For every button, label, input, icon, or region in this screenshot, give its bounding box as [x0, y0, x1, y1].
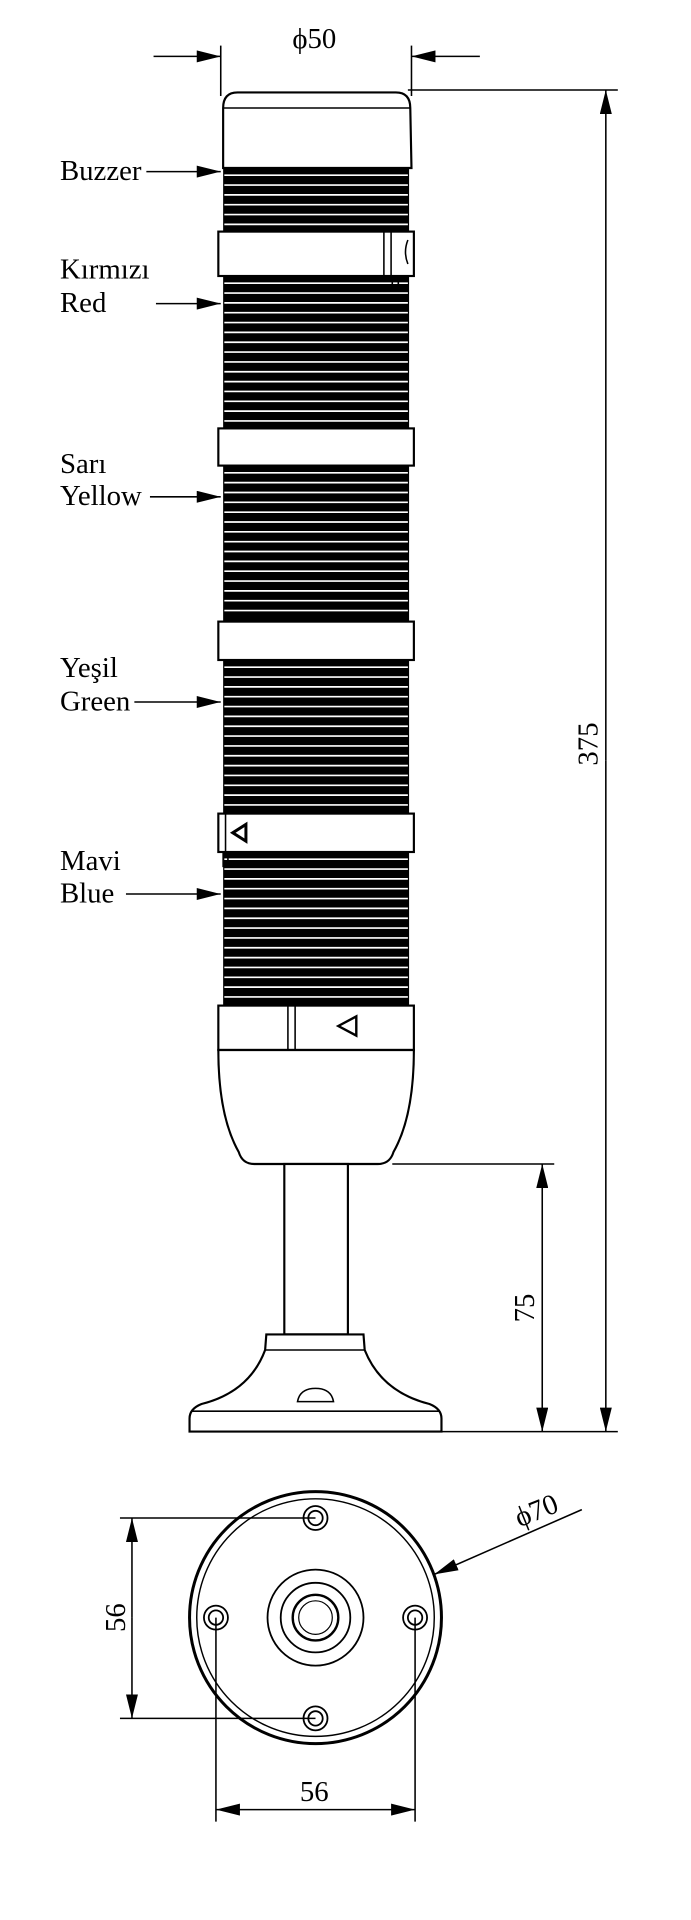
label-yellow: Yellow — [60, 480, 142, 512]
top-cap — [222, 91, 413, 170]
ring-3 — [217, 620, 415, 662]
dimension-label-75: 75 — [509, 1294, 541, 1323]
label-kirmizi: Kırmızı — [60, 253, 150, 285]
label-blue: Blue — [60, 877, 114, 909]
ribbed-section-yellow — [223, 465, 410, 622]
label-red: Red — [60, 287, 107, 319]
label-green: Green — [60, 685, 130, 717]
pole — [283, 1162, 349, 1336]
label-sari: Sarı — [60, 448, 106, 480]
section-labels: Buzzer Kırmızı Red Sarı Yellow Yeşil Gre… — [60, 155, 221, 909]
dimension-label-70: ϕ70 — [510, 1488, 563, 1534]
base-ring — [217, 1004, 415, 1052]
triangle-marker-icon — [229, 821, 248, 844]
base-body — [217, 1048, 415, 1166]
dimension-label-375: 375 — [572, 722, 604, 765]
dimension-diameter-50: ϕ50 — [153, 23, 480, 96]
ring-2 — [217, 427, 415, 467]
label-buzzer: Buzzer — [60, 155, 142, 187]
dimension-label-50: ϕ50 — [292, 23, 336, 55]
base-bottom-view: 56 56 ϕ70 — [100, 1488, 583, 1822]
signal-tower-side-view — [188, 91, 443, 1433]
dimension-pole-height: 75 — [392, 1163, 555, 1432]
label-yesil: Yeşil — [60, 652, 118, 684]
dimension-total-height: 375 — [407, 89, 618, 1433]
ribbed-section-buzzer — [223, 168, 410, 232]
dimension-label-56-horizontal: 56 — [300, 1776, 329, 1808]
label-mavi: Mavi — [60, 845, 121, 877]
ring-1 — [217, 230, 415, 278]
dimension-label-56-vertical: 56 — [100, 1603, 132, 1632]
triangle-marker-icon — [335, 1014, 358, 1038]
mounting-foot — [188, 1333, 443, 1433]
ring-4 — [217, 812, 415, 854]
